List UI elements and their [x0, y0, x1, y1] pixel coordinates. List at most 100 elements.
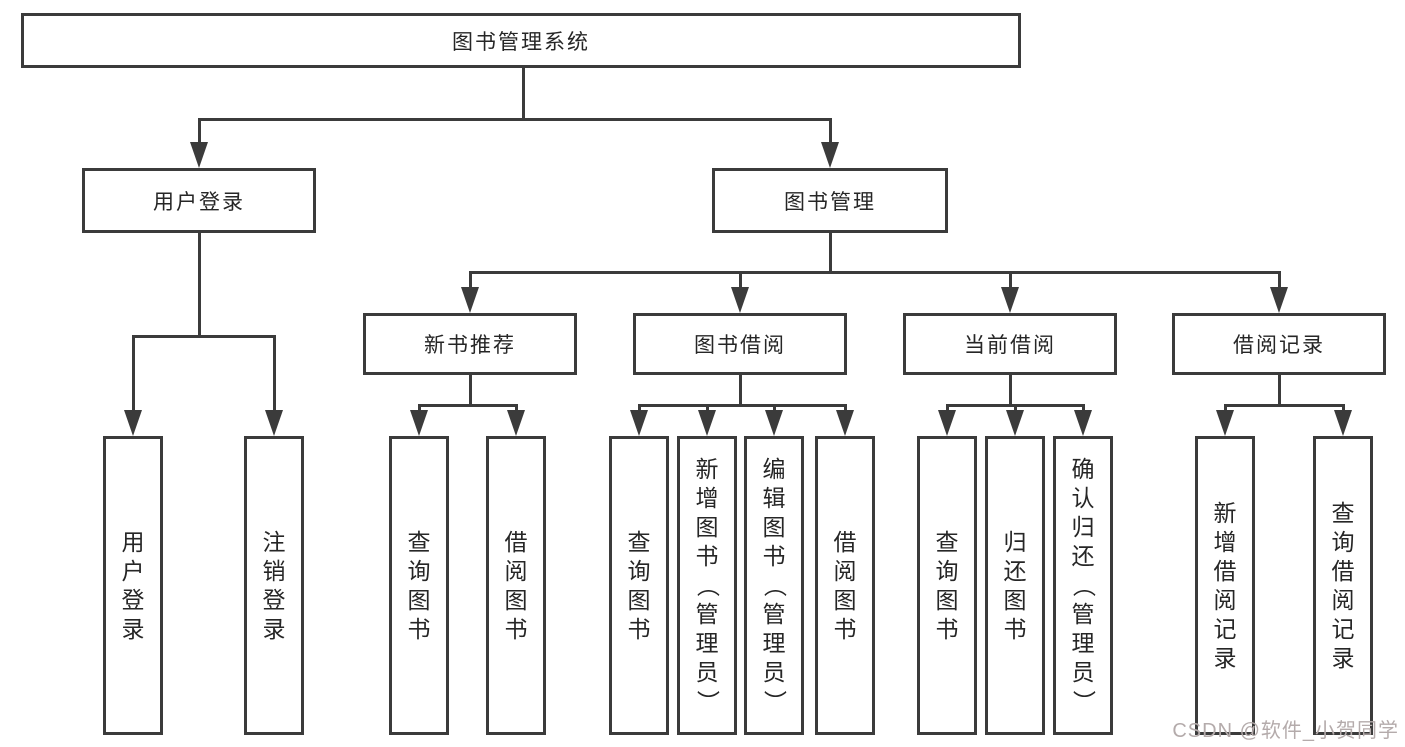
node-borrowing-query-book: 查询图书	[609, 436, 669, 735]
connector-line-horizontal	[638, 404, 847, 407]
vertical-char: 图	[935, 586, 959, 613]
vertical-char: （	[1070, 574, 1097, 597]
vertical-char: 书	[627, 615, 651, 642]
vertical-char: 录	[1331, 644, 1355, 671]
node-label-borrowing-add-book-admin: 新增图书（管理员）	[693, 455, 722, 716]
vertical-char: 书	[695, 543, 719, 569]
connector-line-vertical	[1278, 374, 1281, 407]
vertical-char: 编	[762, 456, 786, 482]
vertical-char: 管	[1071, 601, 1095, 627]
connector-line-vertical	[1009, 271, 1012, 296]
node-label-borrowing-records: 借阅记录	[1233, 334, 1325, 357]
vertical-char: 书	[504, 615, 528, 642]
vertical-char: 书	[1003, 615, 1027, 642]
node-current-query-book: 查询图书	[917, 436, 977, 735]
connector-line-vertical	[829, 118, 832, 151]
arrowhead-down-icon	[507, 410, 525, 436]
vertical-char: 管	[695, 601, 719, 627]
arrowhead-down-icon	[124, 410, 142, 436]
vertical-char: 还	[1003, 557, 1027, 584]
node-user-login-group: 用户登录	[82, 168, 316, 233]
connector-line-vertical	[1009, 374, 1012, 407]
connector-line-vertical	[1278, 271, 1281, 296]
node-borrowing-borrow-book: 借阅图书	[815, 436, 875, 735]
vertical-char: 书	[935, 615, 959, 642]
node-label-book-borrowing: 图书借阅	[694, 334, 786, 357]
node-label-records-query-record: 查询借阅记录	[1329, 499, 1358, 673]
connector-line-vertical	[522, 65, 525, 121]
node-book-borrowing: 图书借阅	[633, 313, 847, 375]
connector-line-vertical	[739, 374, 742, 407]
node-label-recommend-borrow-book: 借阅图书	[502, 528, 531, 644]
vertical-char: 图	[627, 586, 651, 613]
node-records-add-record: 新增借阅记录	[1195, 436, 1255, 735]
vertical-char: 增	[695, 485, 719, 511]
vertical-char: 查	[407, 528, 431, 555]
node-label-current-return-book: 归还图书	[1001, 528, 1030, 644]
node-label-current-query-book: 查询图书	[933, 528, 962, 644]
vertical-char: 管	[762, 601, 786, 627]
node-label-current-confirm-return-admin: 确认归还（管理员）	[1069, 455, 1098, 716]
vertical-char: 理	[695, 630, 719, 656]
vertical-char: 图	[504, 586, 528, 613]
node-borrowing-edit-book-admin: 编辑图书（管理员）	[744, 436, 804, 735]
vertical-char: 书	[833, 615, 857, 642]
connector-line-vertical	[829, 232, 832, 274]
vertical-char: 借	[1213, 557, 1237, 584]
node-label-borrowing-borrow-book: 借阅图书	[831, 528, 860, 644]
vertical-char: 询	[1331, 528, 1355, 555]
node-current-return-book: 归还图书	[985, 436, 1045, 735]
vertical-char: （	[761, 574, 788, 597]
vertical-char: 员	[762, 659, 786, 685]
vertical-char: ）	[761, 690, 788, 713]
arrowhead-down-icon	[461, 287, 479, 313]
vertical-char: 图	[695, 514, 719, 540]
vertical-char: 图	[833, 586, 857, 613]
arrowhead-down-icon	[938, 410, 956, 436]
vertical-char: 阅	[1213, 586, 1237, 613]
arrowhead-down-icon	[1074, 410, 1092, 436]
node-borrowing-add-book-admin: 新增图书（管理员）	[677, 436, 737, 735]
connector-line-vertical	[739, 271, 742, 296]
arrowhead-down-icon	[190, 142, 208, 168]
vertical-char: 查	[935, 528, 959, 555]
vertical-char: 图	[407, 586, 431, 613]
arrowhead-down-icon	[410, 410, 428, 436]
vertical-char: 查	[1331, 499, 1355, 526]
node-current-confirm-return-admin: 确认归还（管理员）	[1053, 436, 1113, 735]
node-label-login-user-login: 用户登录	[119, 528, 148, 644]
node-recommend-query-book: 查询图书	[389, 436, 449, 735]
vertical-char: 登	[262, 586, 286, 613]
connector-line-horizontal	[469, 271, 1281, 274]
vertical-char: 认	[1071, 485, 1095, 511]
vertical-char: 借	[1331, 557, 1355, 584]
node-login-logout: 注销登录	[244, 436, 304, 735]
arrowhead-down-icon	[1001, 287, 1019, 313]
node-login-user-login: 用户登录	[103, 436, 163, 735]
arrowhead-down-icon	[1006, 410, 1024, 436]
node-label-login-logout: 注销登录	[260, 528, 289, 644]
connector-line-vertical	[469, 271, 472, 296]
node-label-borrowing-edit-book-admin: 编辑图书（管理员）	[760, 455, 789, 716]
node-label-borrowing-query-book: 查询图书	[625, 528, 654, 644]
vertical-char: 图	[762, 514, 786, 540]
vertical-char: 户	[121, 557, 145, 584]
node-records-query-record: 查询借阅记录	[1313, 436, 1373, 735]
connector-line-horizontal	[1224, 404, 1345, 407]
connector-line-vertical	[273, 335, 276, 419]
connector-line-vertical	[198, 118, 201, 151]
node-label-recommend-query-book: 查询图书	[405, 528, 434, 644]
vertical-char: 销	[262, 557, 286, 584]
node-root: 图书管理系统	[21, 13, 1021, 68]
vertical-char: 员	[1071, 659, 1095, 685]
vertical-char: ）	[1070, 690, 1097, 713]
arrowhead-down-icon	[1334, 410, 1352, 436]
vertical-char: 录	[121, 615, 145, 642]
vertical-char: 录	[1213, 644, 1237, 671]
vertical-char: 询	[627, 557, 651, 584]
connector-line-vertical	[132, 335, 135, 419]
arrowhead-down-icon	[765, 410, 783, 436]
vertical-char: 注	[262, 528, 286, 555]
vertical-char: 还	[1071, 543, 1095, 569]
vertical-char: 记	[1213, 615, 1237, 642]
